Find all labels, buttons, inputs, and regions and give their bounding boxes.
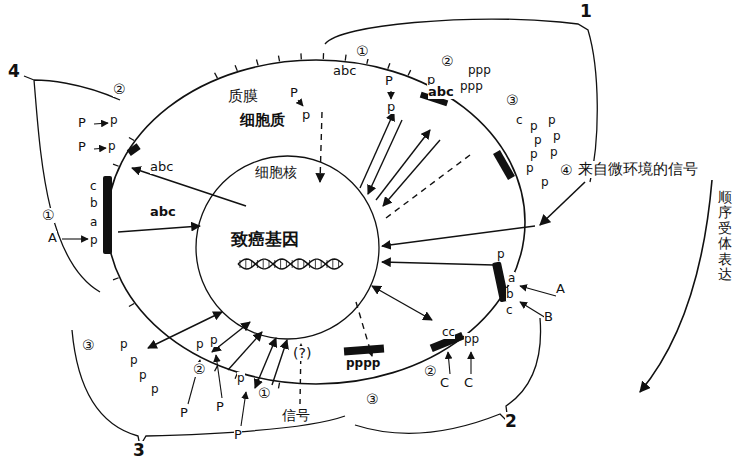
label: ②: [193, 362, 206, 377]
label: A: [556, 282, 565, 296]
pathway-arrows: [118, 112, 535, 404]
membrane-ticks: [113, 53, 411, 388]
label: a: [508, 272, 515, 285]
node-label: 致癌基因: [231, 230, 299, 249]
label: ④: [560, 163, 573, 178]
label: (?): [293, 346, 311, 361]
label: p: [387, 100, 395, 114]
label: p: [90, 234, 98, 247]
node-label: 细胞核: [255, 165, 297, 180]
label: p: [497, 248, 505, 261]
label: ①: [258, 386, 271, 401]
label: ③: [82, 338, 95, 353]
label: abc: [150, 205, 176, 219]
label: ②: [441, 54, 454, 69]
label: 4: [8, 62, 20, 81]
label: b: [90, 197, 98, 210]
label: pp: [464, 333, 479, 346]
vertical-label: 顺序受体表达: [718, 190, 732, 282]
label: ppp: [468, 64, 491, 77]
braces: [24, 19, 597, 446]
label: ②: [424, 364, 437, 379]
node-label: 质膜: [228, 88, 258, 105]
label: P: [180, 406, 188, 420]
label: abc: [150, 160, 173, 174]
label: P: [216, 400, 224, 414]
label: p: [108, 140, 116, 153]
label: abc: [333, 64, 356, 78]
label: 3: [133, 441, 145, 460]
label: ①: [356, 44, 369, 59]
label: p: [548, 114, 556, 127]
label: ppp: [460, 80, 483, 93]
label: p: [139, 369, 147, 382]
receptors: [103, 92, 515, 356]
label: p: [130, 354, 138, 367]
label: ①: [42, 208, 55, 223]
label: ③: [366, 392, 379, 407]
label: p: [553, 130, 561, 143]
label: pppp: [346, 357, 380, 370]
label: p: [210, 334, 218, 347]
cell-membrane: 质膜细胞质细胞核致癌基因: [106, 59, 526, 385]
label: P: [385, 74, 393, 88]
label: p: [530, 148, 538, 161]
nucleus: 细胞核致癌基因: [195, 155, 380, 340]
label: 来自微环境的信号: [578, 161, 698, 178]
label: B: [544, 310, 553, 324]
label: C: [464, 376, 473, 390]
label: ③: [506, 93, 519, 108]
label: p: [120, 338, 128, 351]
label: p: [550, 146, 558, 159]
label: p: [534, 134, 542, 147]
label: a: [90, 216, 97, 229]
label: 2: [505, 412, 517, 431]
label: P: [78, 140, 86, 154]
node-label: 细胞质: [240, 112, 285, 129]
label: c: [516, 114, 523, 127]
label: b: [506, 288, 514, 301]
label: c: [506, 304, 513, 317]
signal-arrows: [540, 180, 712, 392]
label: P: [290, 86, 298, 100]
label: cc: [442, 326, 455, 339]
label: 信号: [282, 408, 310, 423]
label: ②: [113, 82, 126, 97]
label: abc: [428, 85, 454, 99]
label: p: [110, 114, 118, 127]
label: p: [302, 108, 310, 122]
label: p: [237, 372, 245, 385]
label: A: [48, 231, 57, 245]
label: P: [78, 116, 86, 130]
label: p: [526, 162, 534, 175]
label: p: [196, 338, 204, 351]
label: c: [90, 180, 97, 193]
label: p: [541, 176, 549, 189]
label: 1: [580, 2, 592, 21]
cell-membrane-outline: [106, 59, 526, 385]
dna-helix: [238, 259, 343, 269]
label: p: [530, 120, 538, 133]
label: C: [440, 376, 449, 390]
ligand-arrows: [62, 91, 556, 426]
label: p: [151, 383, 159, 396]
label: P: [234, 428, 242, 442]
